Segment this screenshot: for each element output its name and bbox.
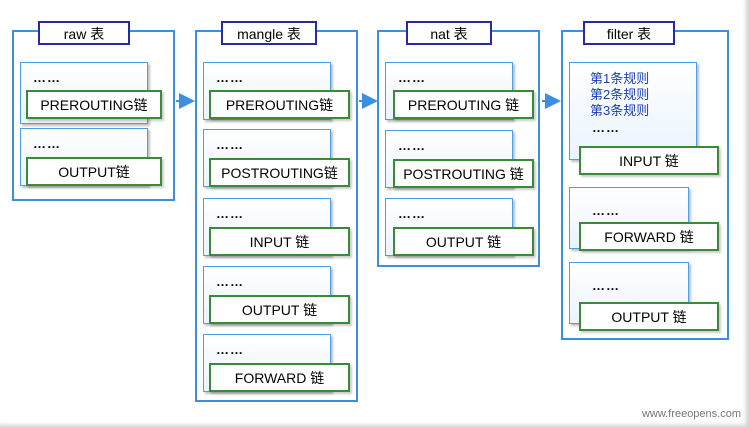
chain-postrouting: POSTROUTING 链 (393, 159, 534, 188)
rule-ellipsis: …… (33, 70, 61, 85)
chain-prerouting: PREROUTING 链 (393, 90, 534, 119)
rule-ellipsis: …… (398, 138, 426, 153)
watermark: www.freeopens.com (641, 408, 741, 420)
chain-input: INPUT 链 (579, 146, 719, 175)
rules-list: 第1条规则 第2条规则 第3条规则 (590, 71, 649, 119)
table-title-raw: raw 表 (38, 21, 130, 45)
rule-ellipsis: …… (398, 206, 426, 221)
table-title-nat: nat 表 (406, 21, 492, 45)
rule-item: 第1条规则 (590, 71, 650, 86)
rule-ellipsis: …… (398, 70, 426, 85)
rule-ellipsis: …… (592, 120, 620, 135)
chain-forward: FORWARD 链 (209, 363, 350, 392)
rule-ellipsis: …… (216, 70, 244, 85)
rule-item: 第2条规则 (590, 87, 650, 102)
mangle-table: …… PREROUTING链 …… POSTROUTING链 …… INPUT … (195, 30, 358, 402)
rule-ellipsis: …… (216, 137, 244, 152)
table-title-filter: filter 表 (583, 21, 675, 45)
chain-prerouting: PREROUTING链 (209, 90, 350, 119)
rule-item: 第3条规则 (590, 103, 650, 118)
chain-output: OUTPUT 链 (209, 295, 350, 324)
rule-ellipsis: …… (216, 206, 244, 221)
rule-ellipsis: …… (216, 342, 244, 357)
chain-postrouting: POSTROUTING链 (209, 158, 350, 187)
rule-ellipsis: …… (592, 278, 620, 293)
chain-forward: FORWARD 链 (579, 222, 719, 251)
rule-ellipsis: …… (33, 136, 61, 151)
chain-input: INPUT 链 (209, 227, 350, 256)
chain-output: OUTPUT链 (26, 157, 162, 186)
chain-prerouting: PREROUTING链 (26, 90, 162, 119)
rule-panel: 第1条规则 第2条规则 第3条规则 …… (569, 62, 697, 160)
chain-output: OUTPUT 链 (393, 227, 534, 256)
nat-table: …… PREROUTING 链 …… POSTROUTING 链 …… OUTP… (377, 30, 540, 267)
rule-ellipsis: …… (592, 203, 620, 218)
raw-table: …… PREROUTING链 …… OUTPUT链 (12, 30, 175, 201)
filter-table: 第1条规则 第2条规则 第3条规则 …… INPUT 链 …… FORWARD … (561, 30, 729, 340)
table-title-mangle: mangle 表 (221, 21, 317, 45)
rule-ellipsis: …… (216, 274, 244, 289)
chain-output: OUTPUT 链 (579, 302, 719, 331)
